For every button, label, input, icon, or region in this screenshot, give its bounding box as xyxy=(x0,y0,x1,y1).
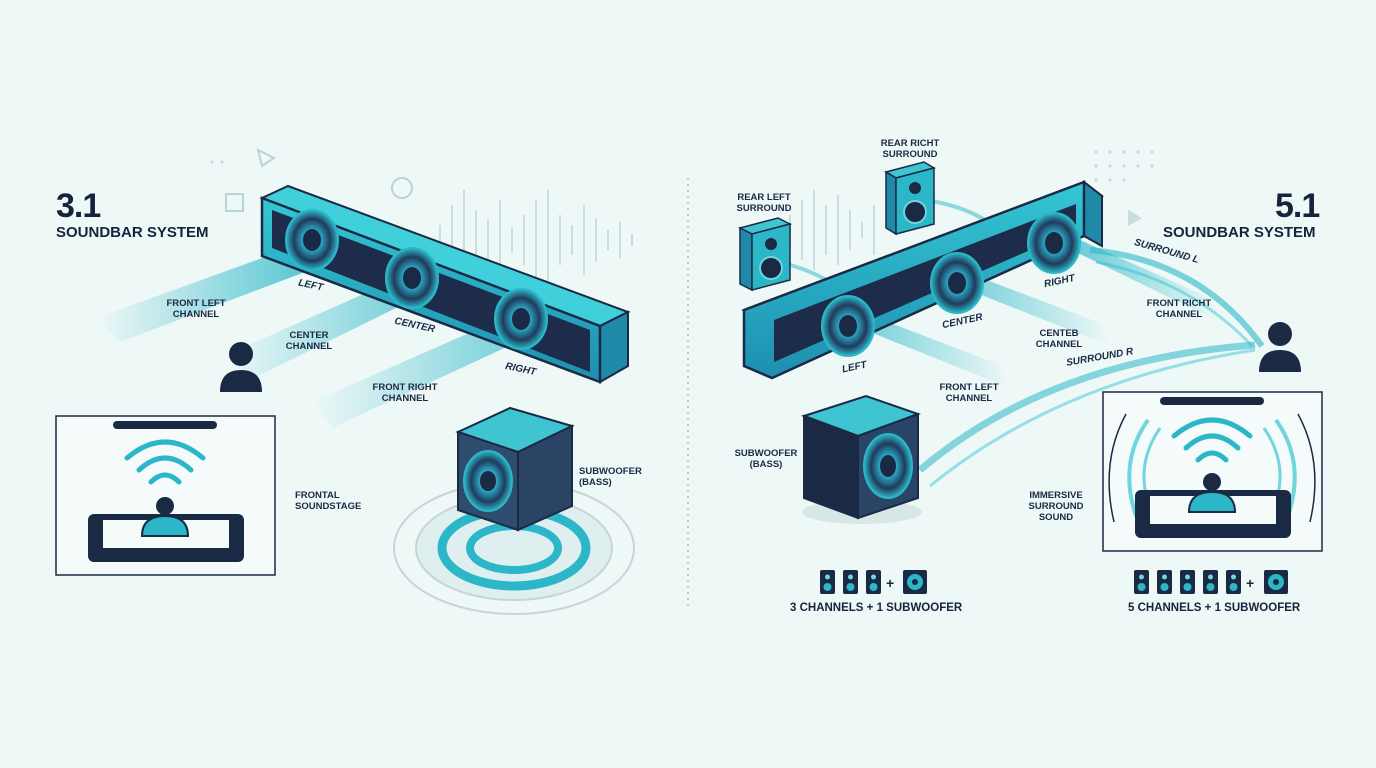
svg-text:+: + xyxy=(886,575,894,591)
soundbar-icon xyxy=(741,179,1105,380)
waveform-right xyxy=(789,190,875,270)
soundbar-icon xyxy=(259,184,631,384)
listener-icon xyxy=(1259,322,1301,372)
legend-3-1: 3 CHANNELS + 1 SUBWOOFER xyxy=(790,602,963,614)
sound-beams-3-1 xyxy=(96,248,526,428)
tv-room-icon xyxy=(1102,391,1323,552)
front-left-channel-label-5-1: FRONT LEFT CHANNEL xyxy=(939,382,999,404)
surround-beams-5-1 xyxy=(779,198,1265,488)
front-left-channel-label-3-1: FRONT LEFT CHANNEL xyxy=(166,298,226,320)
legend-5-1: 5 CHANNELS + 1 SUBWOOFER xyxy=(1128,602,1301,614)
dot-grid xyxy=(210,150,1154,182)
subwoofer-label-3-1: SUBWOOFER (BASS) xyxy=(579,466,642,488)
rear-right-speaker-icon xyxy=(884,161,936,236)
rear-left-surround-label: REAR LEFT SURROUND xyxy=(736,192,792,214)
subwoofer-icon xyxy=(393,406,635,615)
listener-icon xyxy=(220,342,262,392)
speaker-icon: + xyxy=(1134,570,1288,594)
immersive-surround-label: IMMERSIVE SURROUND SOUND xyxy=(1028,490,1084,523)
speaker-icon: + xyxy=(820,570,927,594)
system-title-5-1: SOUNDBAR SYSTEM xyxy=(1163,224,1316,241)
front-right-channel-label-3-1: FRONT RIGHT CHANNEL xyxy=(372,382,438,404)
rear-left-speaker-icon xyxy=(737,217,793,292)
system-number-5-1: 5.1 xyxy=(1275,187,1320,225)
tv-room-icon xyxy=(55,415,276,576)
svg-text:+: + xyxy=(1246,575,1254,591)
decorative-shapes xyxy=(225,148,1142,226)
system-number-3-1: 3.1 xyxy=(56,187,101,225)
rear-right-surround-label: REAR RICHT SURROUND xyxy=(880,138,940,160)
front-right-channel-label-5-1: FRONT RICHT CHANNEL xyxy=(1146,298,1212,320)
waveform-left xyxy=(439,190,633,290)
subwoofer-icon xyxy=(800,394,922,524)
subwoofer-label-5-1: SUBWOOFER (BASS) xyxy=(734,448,798,470)
system-title-3-1: SOUNDBAR SYSTEM xyxy=(56,224,209,241)
center-channel-label-5-1: CENTEB CHANNEL xyxy=(1035,328,1083,350)
center-channel-label-3-1: CENTER CHANNEL xyxy=(285,330,333,352)
frontal-soundstage-label: FRONTAL SOUNDSTAGE xyxy=(295,490,362,512)
